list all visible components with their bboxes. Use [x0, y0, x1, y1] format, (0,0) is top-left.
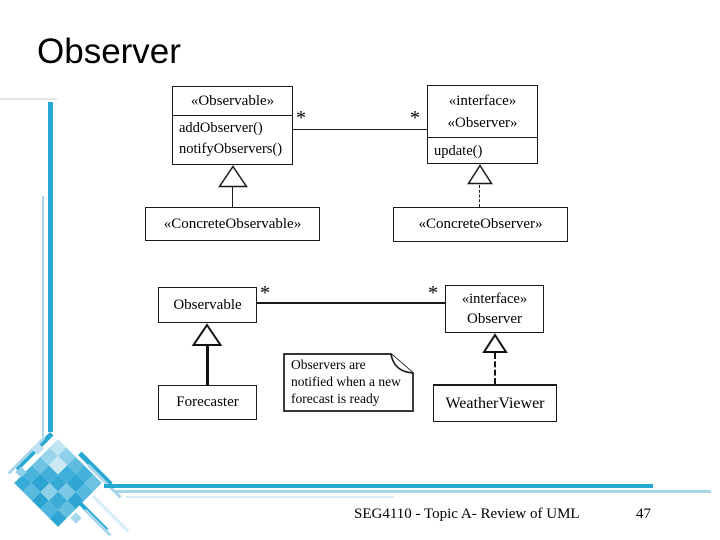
quilt-cell — [14, 474, 32, 492]
interface-box-observer-2: «interface» Observer — [445, 285, 544, 333]
interface-keyword: «interface» — [461, 291, 528, 307]
page-title: Observer — [37, 32, 181, 71]
page-number: 47 — [636, 506, 651, 522]
interface-name: «Observer» — [447, 114, 518, 131]
quilt-cell — [58, 500, 76, 519]
decor-chevron-teal — [73, 496, 109, 532]
decor-quilt-fragment — [15, 466, 27, 478]
method-update: update() — [434, 143, 483, 159]
interface-name: Observer — [467, 311, 522, 327]
multiplicity-star-left-bottom: * — [260, 282, 270, 304]
association-line-bottom — [257, 302, 445, 304]
method-add-observer: addObserver() — [179, 120, 263, 136]
interface-keyword: «interface» — [448, 92, 517, 109]
decor-quilt-diamond — [14, 439, 102, 527]
decor-quilt-fragment — [70, 512, 82, 524]
class-box-concrete-observable: «ConcreteObservable» — [145, 207, 320, 241]
note-line: forecast is ready — [291, 391, 380, 406]
decor-bottom-line-light — [115, 490, 711, 493]
class-box-forecaster: Forecaster — [158, 385, 257, 420]
quilt-cell — [31, 456, 50, 475]
decor-vertical-line-teal — [48, 102, 53, 432]
quilt-cell — [58, 482, 76, 501]
quilt-cell — [66, 474, 85, 492]
class-box-observable: «Observable» addObserver() notifyObserve… — [172, 86, 293, 165]
decor-chevron-light — [84, 509, 112, 537]
uml-note-shape — [283, 353, 414, 412]
interface-box-observer: «interface» «Observer» update() — [427, 85, 538, 164]
quilt-cell — [40, 482, 58, 501]
interface-methods: update() — [428, 137, 537, 162]
realization-triangle-icon — [467, 164, 493, 185]
quilt-cell — [84, 474, 102, 492]
uml-note-text: Observers are notified when a new foreca… — [291, 356, 401, 407]
multiplicity-star-right-top: * — [410, 107, 420, 129]
decor-diagonal-light-right — [87, 464, 122, 499]
multiplicity-star-left-top: * — [296, 107, 306, 129]
quilt-cell — [49, 456, 67, 475]
quilt-cell — [58, 465, 76, 483]
multiplicity-star-right-bottom: * — [428, 282, 438, 304]
decor-bottom-line-teal — [104, 483, 653, 488]
decor-top-left-rule — [0, 98, 57, 100]
decor-diagonal-teal-right — [78, 451, 113, 487]
quilt-cell — [40, 447, 58, 466]
quilt-cell — [40, 465, 58, 483]
footer-text: SEG4110 - Topic A- Review of UML — [354, 506, 580, 522]
class-stereotype: «Observable» — [190, 92, 275, 109]
decor-diagonal-teal-left — [14, 432, 54, 471]
generalization-line-thick — [205, 346, 209, 385]
quilt-cell — [75, 482, 94, 501]
quilt-cell — [49, 474, 67, 492]
generalization-triangle-icon — [218, 165, 248, 188]
realization-dashed-line-thick — [493, 353, 496, 384]
generalization-triangle-icon — [191, 323, 223, 346]
quilt-cell — [49, 491, 67, 510]
quilt-cell — [31, 491, 50, 510]
class-box-observable-2: Observable — [158, 287, 257, 323]
decor-bottom-line-pale — [126, 495, 394, 498]
note-line: notified when a new — [291, 374, 401, 389]
quilt-cell — [31, 474, 50, 492]
decor-diagonal-light-left — [7, 437, 45, 475]
quilt-cell — [49, 439, 67, 457]
method-notify-observers: notifyObservers() — [179, 141, 283, 157]
class-box-concrete-observer: «ConcreteObserver» — [393, 207, 568, 242]
quilt-cell — [22, 465, 41, 483]
generalization-line — [232, 187, 234, 207]
decor-chevron-pale — [92, 495, 130, 533]
quilt-cell — [40, 500, 58, 519]
decor-vertical-line-light — [41, 196, 44, 437]
note-line: Observers are — [291, 357, 366, 372]
quilt-cell — [58, 447, 76, 466]
quilt-cell — [75, 465, 94, 483]
quilt-cell — [66, 456, 85, 475]
realization-dashed-line — [479, 185, 481, 207]
decor-quilt-fragment — [31, 442, 44, 455]
class-methods: addObserver() notifyObservers() — [173, 115, 292, 160]
association-line-top — [293, 129, 427, 131]
interface-stereotype: «interface» «Observer» — [428, 86, 537, 137]
realization-triangle-icon — [482, 333, 508, 353]
quilt-cell — [66, 491, 85, 510]
class-box-weather-viewer: WeatherViewer — [433, 384, 557, 422]
quilt-cell — [22, 482, 41, 501]
quilt-cell — [49, 509, 67, 527]
